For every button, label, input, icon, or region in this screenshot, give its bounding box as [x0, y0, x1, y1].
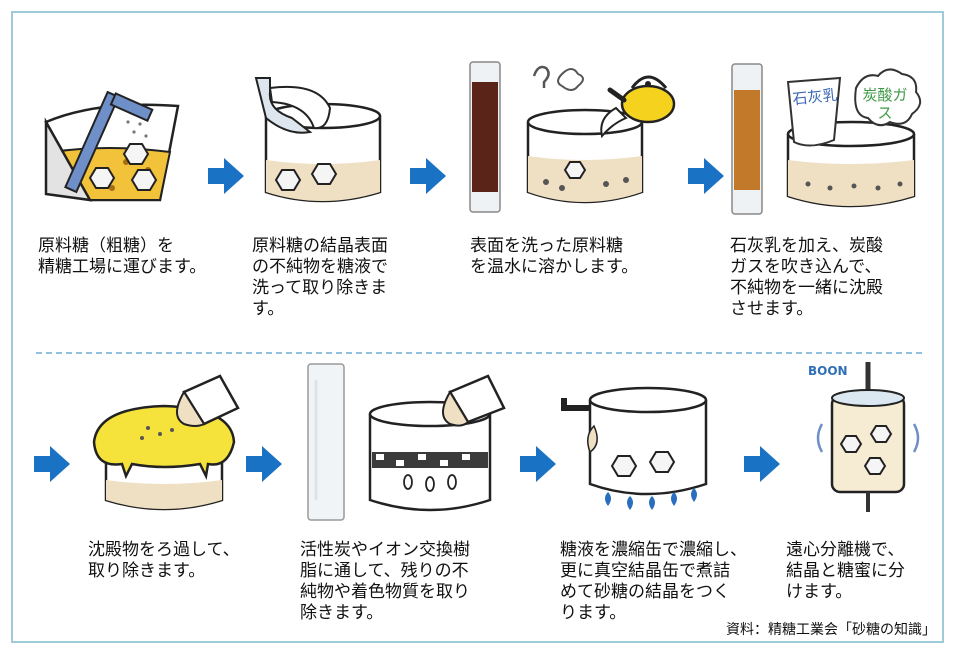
washing-crystals-icon — [254, 77, 382, 203]
boon-sound-label: BOON — [808, 364, 848, 378]
diagram-frame — [11, 11, 944, 643]
filtration-icon — [92, 374, 240, 511]
activated-carbon-icon — [307, 363, 506, 521]
carbon-dioxide-tag: 炭酸ガス — [862, 86, 908, 122]
row-divider — [36, 352, 922, 354]
arrow-right-icon — [246, 446, 282, 482]
arrow-right-icon — [410, 158, 446, 194]
arrow-right-icon — [688, 158, 724, 194]
source-note: 資料：精糖工業会「砂糖の知識」 — [726, 622, 936, 638]
step-3-caption: 表面を洗った原料糖 を温水に溶かします。 — [470, 236, 639, 277]
step-8-caption: 遠心分離機で、 結晶と糖蜜に分 けます。 — [786, 540, 905, 602]
arrow-right-icon — [520, 446, 556, 482]
raw-sugar-icon — [44, 90, 180, 202]
dissolving-icon — [469, 61, 676, 213]
step-6-caption: 活性炭やイオン交換樹 脂に通して、残りの不 純物や着色物質を取り 除きます。 — [300, 540, 470, 623]
arrow-right-icon — [744, 446, 780, 482]
step-7-caption: 糖液を濃縮缶で濃縮し、 更に真空結晶缶で煮詰 めて砂糖の結晶をつく ります。 — [560, 540, 747, 623]
arrow-right-icon — [34, 446, 70, 482]
step-2-caption: 原料糖の結晶表面 の不純物を糖液で 洗って取り除きま す。 — [252, 236, 388, 319]
boiling-icon — [561, 386, 708, 510]
precipitation-icon — [731, 63, 922, 215]
centrifuge-icon — [816, 362, 920, 512]
step-4-caption: 石灰乳を加え、炭酸 ガスを吹き込んで、 不純物を一緒に沈殿 させます。 — [730, 236, 883, 319]
step-5-caption: 沈殿物をろ過して、 取り除きます。 — [88, 540, 240, 581]
step-1-caption: 原料糖（粗糖）を 精糖工場に運びます。 — [38, 236, 207, 277]
arrow-right-icon — [208, 158, 244, 194]
